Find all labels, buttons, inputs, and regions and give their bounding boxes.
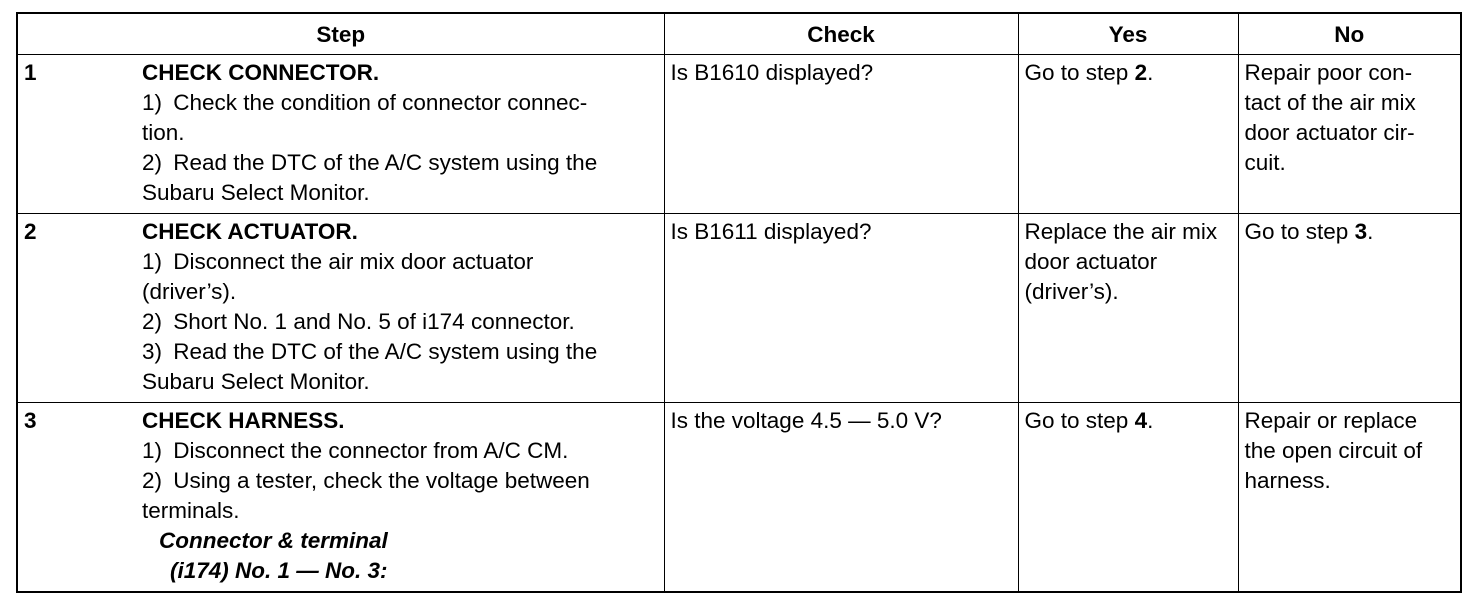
step-line: Subaru Select Monitor. [142, 180, 370, 205]
yes-cell: Replace the air mix door actuator (drive… [1017, 213, 1239, 403]
yes-cell: Go to step 4. [1017, 402, 1239, 593]
header-row: Step Check Yes No [16, 12, 1462, 55]
yes-text: Go to step [1024, 408, 1135, 433]
check-cell: Is B1611 displayed? [663, 213, 1019, 403]
no-line: Repair poor con- [1244, 60, 1413, 85]
yes-step-ref: 4 [1134, 408, 1148, 433]
no-line: door actuator cir- [1244, 120, 1415, 145]
no-cell: Repair poor con- tact of the air mix doo… [1237, 54, 1462, 214]
no-line: harness. [1244, 468, 1331, 493]
step-number: 1 [24, 60, 37, 85]
step-line: 3) Read the DTC of the A/C system using … [142, 339, 598, 364]
page: Step Check Yes No 1 CHECK CONNECTOR. 1) … [16, 12, 1462, 593]
no-cell: Repair or replace the open circuit of ha… [1237, 402, 1462, 593]
header-yes: Yes [1017, 12, 1239, 55]
step-title: CHECK CONNECTOR. [142, 60, 380, 85]
diagnostic-table: Step Check Yes No 1 CHECK CONNECTOR. 1) … [16, 12, 1462, 593]
step-line: 2) Using a tester, check the voltage bet… [142, 468, 590, 493]
yes-line: Replace the air mix [1024, 219, 1218, 244]
step-line: 1) Disconnect the air mix door actuator [142, 249, 534, 274]
yes-punct: . [1147, 408, 1154, 433]
no-text: Go to step [1244, 219, 1355, 244]
connector-terminal-spec: (i174) No. 1 — No. 3: [170, 558, 388, 583]
header-no: No [1237, 12, 1462, 55]
yes-line: (driver’s). [1024, 279, 1119, 304]
table-row: 1 CHECK CONNECTOR. 1) Check the conditio… [16, 54, 1462, 214]
step-line: 1) Disconnect the connector from A/C CM. [142, 438, 569, 463]
step-line: 2) Short No. 1 and No. 5 of i174 connect… [142, 309, 575, 334]
step-cell: 1 CHECK CONNECTOR. 1) Check the conditio… [16, 54, 665, 214]
step-line: 2) Read the DTC of the A/C system using … [142, 150, 598, 175]
no-line: Repair or replace [1244, 408, 1418, 433]
step-number: 2 [24, 219, 37, 244]
step-number: 3 [24, 408, 37, 433]
check-text: Is B1611 displayed? [670, 219, 872, 244]
connector-terminal-label: Connector & terminal [159, 528, 388, 553]
step-line: tion. [142, 120, 185, 145]
no-cell: Go to step 3. [1237, 213, 1462, 403]
yes-step-ref: 2 [1134, 60, 1148, 85]
yes-cell: Go to step 2. [1017, 54, 1239, 214]
yes-line: door actuator [1024, 249, 1158, 274]
check-cell: Is B1610 displayed? [663, 54, 1019, 214]
no-line: the open circuit of [1244, 438, 1423, 463]
step-cell: 2 CHECK ACTUATOR. 1) Disconnect the air … [16, 213, 665, 403]
header-check: Check [663, 12, 1019, 55]
yes-punct: . [1147, 60, 1154, 85]
check-text: Is B1610 displayed? [670, 60, 874, 85]
header-step: Step [16, 12, 665, 55]
no-punct: . [1367, 219, 1374, 244]
no-line: tact of the air mix [1244, 90, 1416, 115]
step-cell: 3 CHECK HARNESS. 1) Disconnect the conne… [16, 402, 665, 593]
no-step-ref: 3 [1354, 219, 1368, 244]
table-row: 2 CHECK ACTUATOR. 1) Disconnect the air … [16, 213, 1462, 403]
step-line: Subaru Select Monitor. [142, 369, 370, 394]
step-line: (driver’s). [142, 279, 237, 304]
step-title: CHECK HARNESS. [142, 408, 345, 433]
check-cell: Is the voltage 4.5 — 5.0 V? [663, 402, 1019, 593]
no-line: cuit. [1244, 150, 1286, 175]
step-line: terminals. [142, 498, 240, 523]
step-line: 1) Check the condition of connector conn… [142, 90, 588, 115]
check-text: Is the voltage 4.5 — 5.0 V? [670, 408, 942, 433]
yes-text: Go to step [1024, 60, 1135, 85]
table-row: 3 CHECK HARNESS. 1) Disconnect the conne… [16, 402, 1462, 593]
step-title: CHECK ACTUATOR. [142, 219, 358, 244]
